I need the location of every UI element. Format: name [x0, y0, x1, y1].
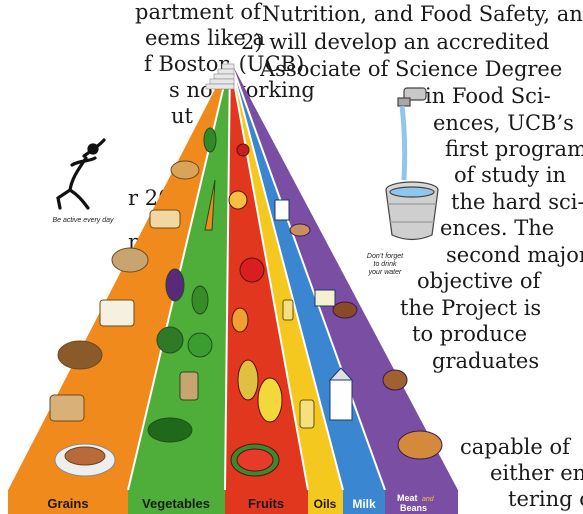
fruits-food-icons	[228, 143, 283, 477]
right-text-line: Associate of Science Degree	[260, 57, 563, 81]
water-bucket-icon	[385, 87, 439, 241]
grains-label: Grains	[47, 496, 88, 511]
grains-label-box	[8, 490, 128, 514]
right-text-line: first program	[445, 137, 583, 161]
milk-label-box	[343, 490, 385, 514]
meat-beans-label-box	[385, 490, 458, 514]
right-text-line: the hard sci-	[451, 190, 583, 214]
meat-beans-food-icons	[289, 223, 443, 460]
left-text-line: eems like a	[145, 26, 266, 50]
right-text-line: objective of	[417, 269, 541, 293]
left-text-line: ut	[171, 104, 193, 128]
right-text-line: ences, UCB’s	[433, 111, 574, 135]
oils-label: Oils	[314, 497, 337, 511]
water-caption-line3: your water	[368, 269, 402, 276]
oils-label-box	[308, 490, 343, 514]
right-text-line: 2) will develop an accredited	[241, 30, 550, 54]
food-group-label-bar: Grains Vegetables Fruits Oils Milk Meat …	[8, 490, 458, 514]
fruits-label-box	[225, 490, 308, 514]
vegetables-label: Vegetables	[142, 496, 210, 511]
milk-label: Milk	[352, 497, 376, 511]
oils-food-icons	[282, 299, 315, 429]
right-text-line: of study in	[454, 163, 567, 187]
right-text-line: either en	[490, 461, 583, 485]
right-text-line: graduates	[432, 349, 540, 373]
right-text-line: Nutrition, and Food Safety, and	[262, 2, 583, 26]
left-text-line: partment of	[135, 0, 261, 24]
water-caption-line1: Don’t forget	[366, 253, 404, 260]
right-text-line: to produce	[412, 322, 528, 346]
fruits-label: Fruits	[248, 496, 284, 511]
right-text-line: tering or	[508, 487, 583, 511]
grains-food-icons	[49, 160, 200, 477]
vegetables-food-icons	[147, 127, 217, 443]
right-text-line: ences. The	[440, 216, 555, 240]
milk-food-icons	[274, 199, 354, 421]
running-person-icon	[56, 138, 106, 210]
be-active-caption: Be active every day	[52, 217, 114, 224]
vegetables-label-box	[128, 490, 225, 514]
meat-and-label: and	[422, 496, 435, 503]
right-text-line: second major	[446, 243, 583, 267]
beans-label: Beans	[400, 503, 427, 513]
meat-label: Meat	[397, 493, 418, 503]
right-text-line: the Project is	[400, 296, 542, 320]
water-caption-line2: to drink	[373, 261, 397, 268]
right-text-line: in Food Sci-	[425, 84, 551, 108]
stairs-icon	[205, 63, 235, 90]
right-text-line: capable of	[460, 435, 570, 459]
